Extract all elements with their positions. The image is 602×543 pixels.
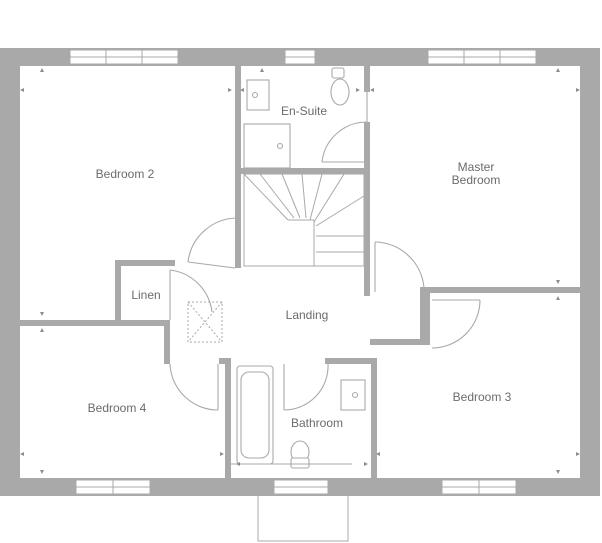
window-bedroom-4 bbox=[75, 479, 151, 495]
label-master-bedroom-line1: Master bbox=[458, 160, 495, 174]
bathroom-basin bbox=[340, 379, 366, 411]
staircase bbox=[243, 173, 365, 267]
label-bedroom-3: Bedroom 3 bbox=[453, 390, 512, 404]
loft-hatch bbox=[187, 301, 223, 343]
bathroom-fixtures bbox=[231, 365, 366, 469]
doors bbox=[169, 92, 481, 411]
windows bbox=[69, 49, 537, 495]
window-bathroom bbox=[273, 479, 329, 495]
label-landing: Landing bbox=[286, 308, 329, 322]
bathroom-door bbox=[283, 363, 329, 411]
internal-walls bbox=[20, 66, 580, 478]
en-suite-fixtures bbox=[243, 67, 350, 169]
master-bedroom-door bbox=[374, 241, 425, 292]
dimension-arrows bbox=[20, 68, 580, 474]
label-en-suite: En-Suite bbox=[281, 104, 327, 118]
room-labels: Bedroom 2 En-Suite Master Bedroom Linen … bbox=[88, 104, 512, 430]
bedroom-3-door bbox=[431, 299, 481, 349]
porch-outline bbox=[257, 496, 349, 542]
label-bedroom-4: Bedroom 4 bbox=[88, 401, 147, 415]
window-bedroom-2 bbox=[69, 49, 179, 65]
bedroom-4-door bbox=[169, 363, 219, 411]
label-bedroom-2: Bedroom 2 bbox=[96, 167, 155, 181]
label-linen: Linen bbox=[131, 288, 160, 302]
label-master-bedroom-line2: Bedroom bbox=[452, 173, 501, 187]
en-suite-shower bbox=[243, 123, 291, 169]
window-bedroom-3 bbox=[441, 479, 517, 495]
window-master-bedroom bbox=[427, 49, 537, 65]
window-en-suite bbox=[284, 49, 316, 65]
bedroom-2-door bbox=[187, 217, 239, 269]
label-bathroom: Bathroom bbox=[291, 416, 343, 430]
en-suite-toilet bbox=[330, 78, 350, 106]
linen-door bbox=[169, 269, 213, 320]
en-suite-door bbox=[321, 92, 368, 163]
